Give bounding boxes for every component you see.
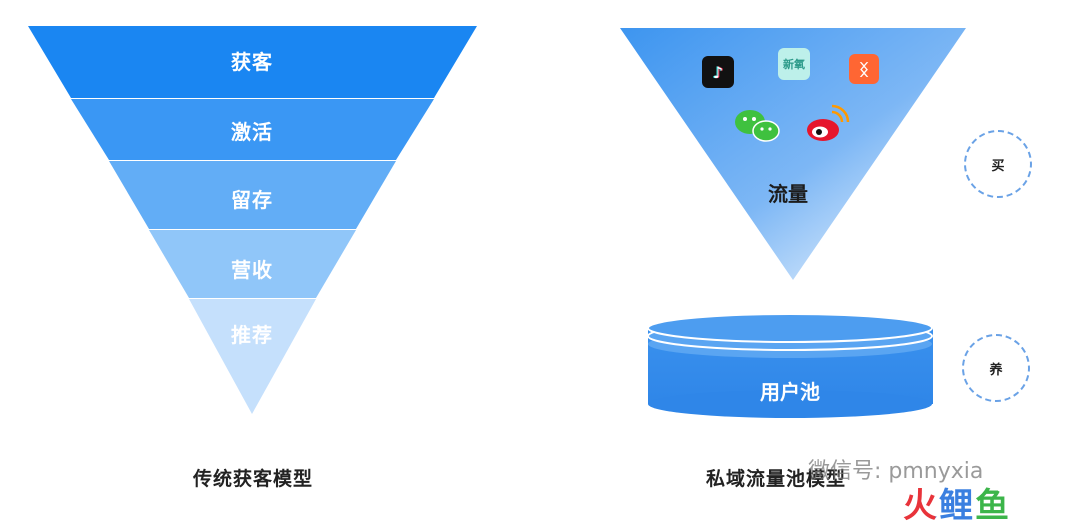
stage-label-revenue: 营收 [231, 258, 273, 282]
funnel-segment-retain [109, 161, 396, 229]
xinyang-app-icon: 新氧 [778, 48, 810, 80]
nurture-circle: 养 [962, 334, 1030, 402]
traffic-label: 流量 [768, 182, 808, 206]
watermark-brand: 火鲤鱼 [903, 478, 1011, 527]
funnel-segment-acquire [28, 26, 477, 98]
stage-label-acquire: 获客 [231, 50, 273, 74]
right-caption: 私域流量池模型 [706, 468, 847, 490]
watermark-brand-text: 火鲤鱼 [903, 486, 1011, 526]
dianping-icon: ᛝ [849, 54, 879, 84]
buy-circle: 买 [964, 130, 1032, 198]
funnel-segment-revenue [149, 230, 356, 298]
stage-label-retain: 留存 [231, 188, 273, 212]
funnel-segment-activate [71, 99, 434, 160]
left-caption: 传统获客模型 [193, 468, 314, 490]
traffic-funnel [620, 28, 966, 280]
stage-label-refer: 推荐 [231, 323, 273, 347]
tiktok-icon: ♪ [702, 56, 734, 88]
buy-label: 买 [991, 158, 1005, 174]
user-pool-label: 用户池 [760, 380, 820, 404]
watermark-wechat-id: 微信号: pmnyxia [808, 459, 984, 484]
user-pool-cylinder [647, 313, 933, 418]
stage-label-activate: 激活 [231, 120, 273, 144]
funnel-segment-refer [189, 299, 316, 414]
nurture-label: 养 [989, 362, 1003, 378]
